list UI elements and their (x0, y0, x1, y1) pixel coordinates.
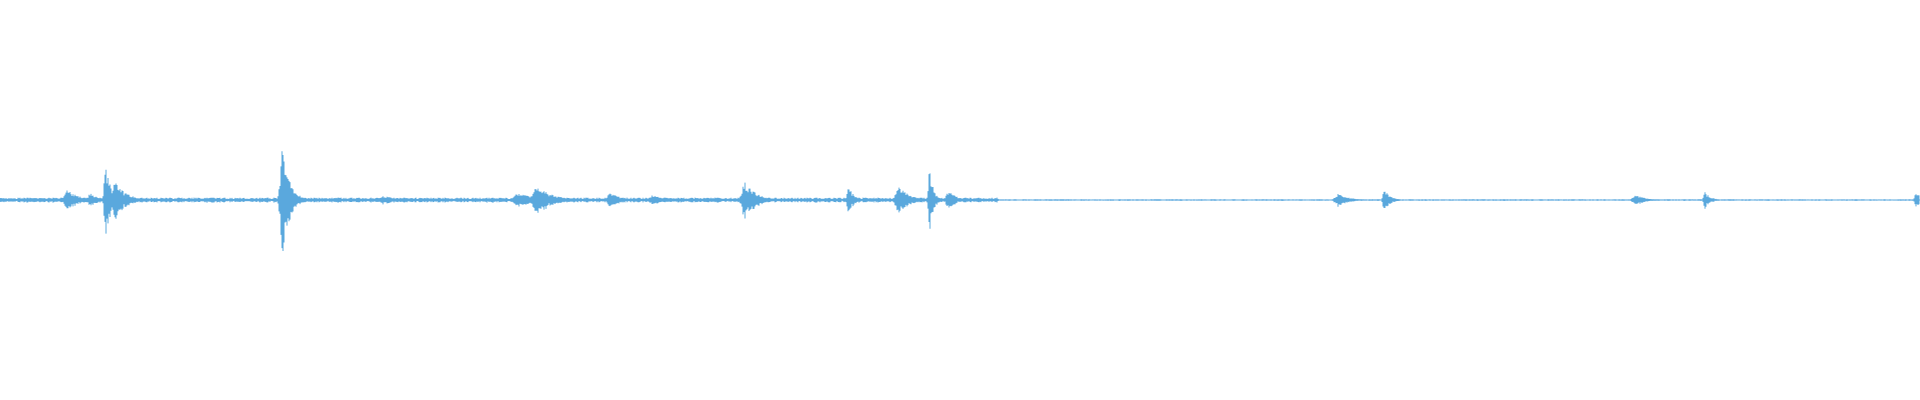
waveform-trace (0, 151, 1920, 251)
